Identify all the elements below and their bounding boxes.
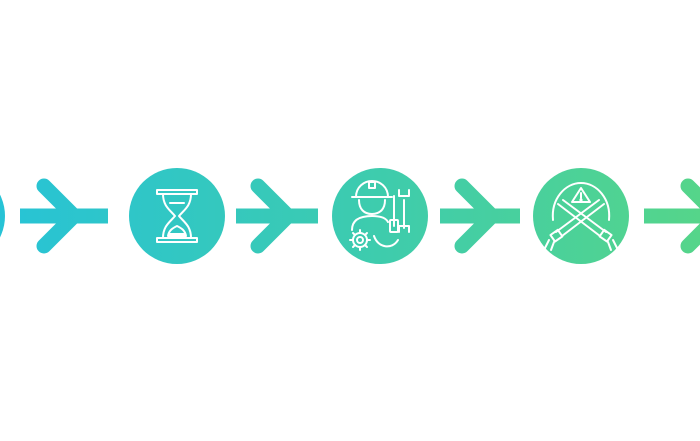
step-circle [129,168,225,264]
arrow-right-icon [20,178,108,254]
hourglass-icon [156,189,198,243]
arrow-right-icon [440,178,520,254]
step-1-partial-circle-icon [0,194,5,238]
step-4 [533,168,629,264]
arrow-right-icon [644,178,700,254]
step-2 [129,168,225,264]
arrow-right-icon [236,178,318,254]
step-3 [332,168,428,264]
crossed-arms-warning-icon [544,182,618,251]
worker-with-tools-icon [349,180,410,251]
